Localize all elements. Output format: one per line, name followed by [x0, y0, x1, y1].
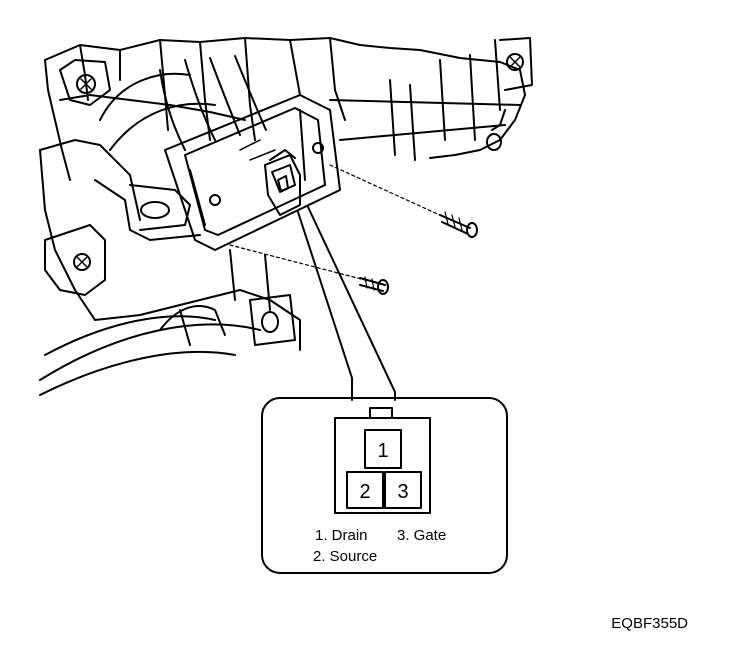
pin-2-cell [346, 471, 384, 509]
mounting-screw-upper [329, 164, 478, 238]
module-connector [264, 149, 301, 216]
figure-code: EQBF355D [611, 615, 688, 632]
pin-1-label: 1 [377, 440, 388, 462]
pin-3-cell [384, 471, 422, 509]
legend-drain: 1. Drain [315, 527, 368, 544]
leader-line-left [297, 211, 353, 401]
callout-box [261, 397, 508, 574]
steering-column-assembly [44, 37, 533, 181]
leader-line-right [307, 206, 396, 401]
mounting-screw-lower [229, 244, 389, 295]
pin-1-cell [364, 429, 402, 469]
connector-face [334, 407, 431, 514]
legend-source: 2. Source [313, 548, 377, 565]
lower-shroud [39, 139, 301, 396]
mounting-plate [164, 94, 341, 251]
legend-gate: 3. Gate [397, 527, 446, 544]
pin-2-label: 2 [359, 481, 370, 503]
pin-3-label: 3 [397, 481, 408, 503]
